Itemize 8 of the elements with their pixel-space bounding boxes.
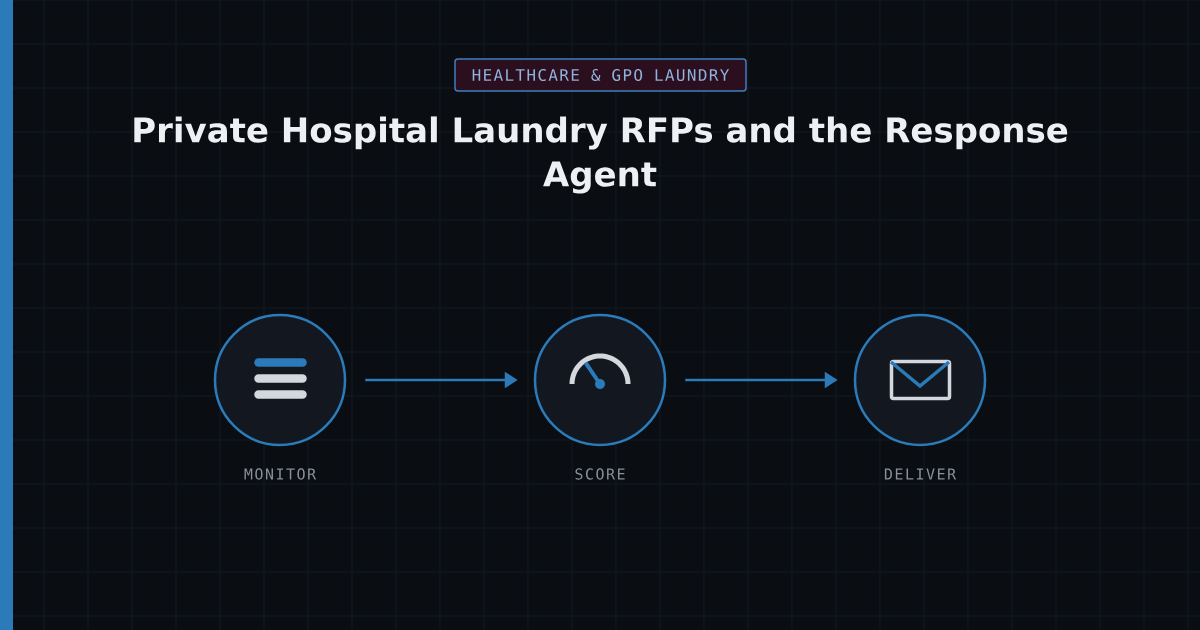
category-badge: HEALTHCARE & GPO LAUNDRY bbox=[454, 58, 747, 92]
step-label: MONITOR bbox=[244, 468, 317, 480]
step-label: SCORE bbox=[575, 468, 625, 480]
step-circle bbox=[533, 313, 667, 447]
step-label: DELIVER bbox=[884, 468, 957, 480]
step-circle bbox=[213, 313, 347, 447]
step-circle bbox=[853, 313, 987, 447]
title: Private Hospital Laundry RFPs and the Response Agent bbox=[134, 116, 1068, 194]
